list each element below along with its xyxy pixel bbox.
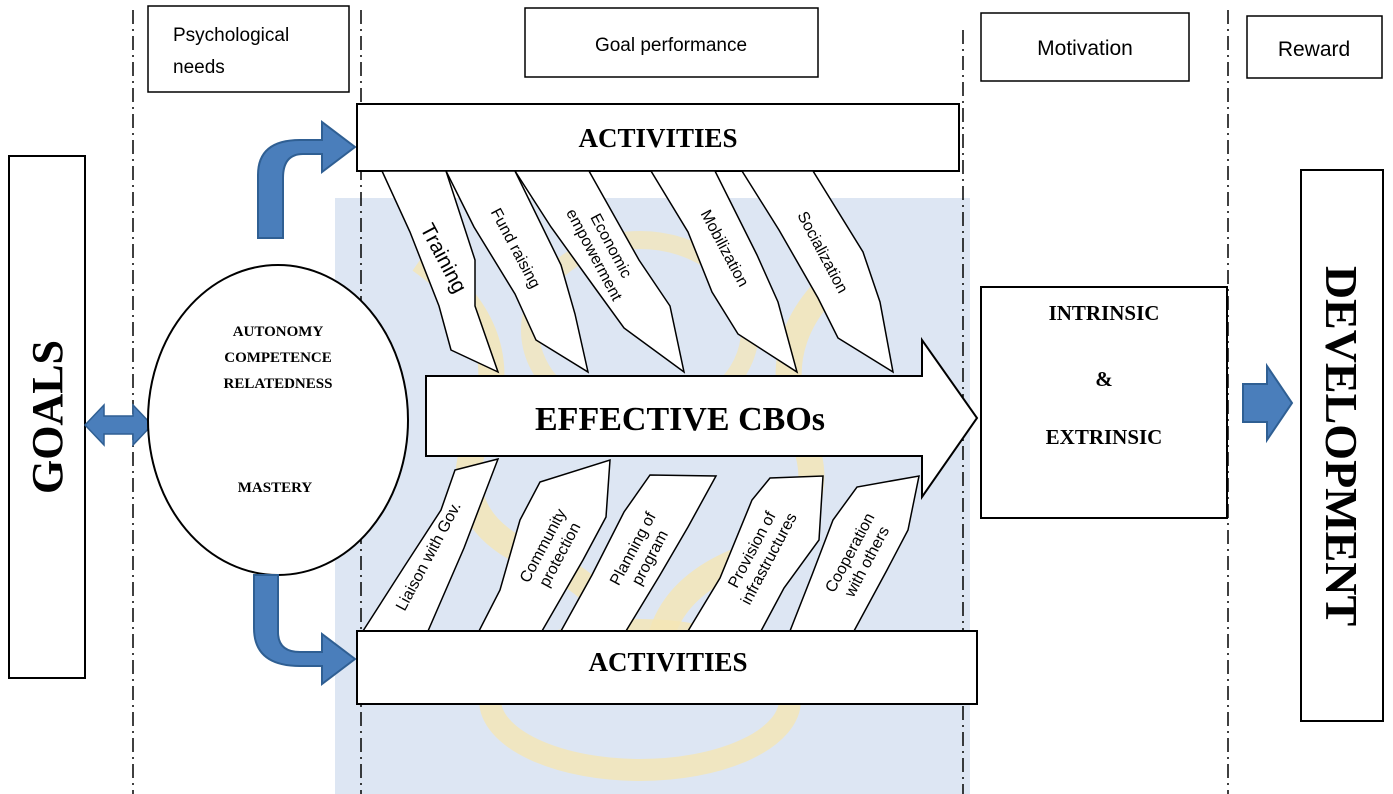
bottom-activity-3-shape bbox=[559, 474, 718, 632]
header-psychological-needs-line1: Psychological bbox=[173, 25, 289, 46]
motivation-ampersand: & bbox=[1095, 367, 1113, 391]
goals-box: GOALS bbox=[8, 155, 86, 679]
need-autonomy: AUTONOMY bbox=[233, 324, 324, 340]
header-psychological-needs-line2: needs bbox=[173, 57, 225, 78]
motivation-box: INTRINSIC & EXTRINSIC bbox=[980, 286, 1228, 519]
header-reward-box bbox=[1246, 15, 1383, 79]
header-motivation: Motivation bbox=[1037, 37, 1133, 60]
bottom-activity-5-shape bbox=[788, 475, 920, 632]
bottom-activities-box: ACTIVITIES bbox=[356, 630, 978, 705]
bottom-activity-2: Communityprotection bbox=[477, 458, 611, 632]
development-box: DEVELOPMENT bbox=[1300, 169, 1384, 722]
need-competence: COMPETENCE bbox=[224, 350, 332, 366]
goals-label: GOALS bbox=[23, 340, 72, 494]
bottom-activity-2-shape bbox=[477, 458, 611, 632]
bent-arrow-down-icon bbox=[253, 574, 357, 687]
bottom-activity-4-shape bbox=[686, 475, 824, 632]
bottom-activity-5: Cooperationwith others bbox=[788, 475, 920, 632]
double-arrow-icon bbox=[83, 403, 154, 447]
top-activity-2: Fund raising bbox=[444, 170, 590, 374]
header-motivation-box bbox=[980, 12, 1190, 82]
top-activity-5-shape bbox=[740, 170, 895, 374]
needs-ellipse: AUTONOMY COMPETENCE RELATEDNESS MASTERY bbox=[147, 264, 409, 576]
top-activity-1: Training bbox=[380, 170, 500, 374]
need-mastery: MASTERY bbox=[238, 480, 313, 496]
top-activity-3-shape bbox=[513, 170, 686, 374]
header-reward: Reward bbox=[1278, 38, 1350, 61]
development-label: DEVELOPMENT bbox=[1316, 266, 1367, 626]
bottom-activities-label: ACTIVITIES bbox=[588, 647, 747, 677]
header-psychological-needs-box bbox=[147, 5, 350, 93]
need-relatedness: RELATEDNESS bbox=[224, 376, 333, 392]
top-activity-4-shape bbox=[649, 170, 799, 374]
bottom-activity-1-shape bbox=[361, 457, 500, 632]
arrow-to-development-icon bbox=[1242, 362, 1294, 444]
motivation-extrinsic: EXTRINSIC bbox=[1046, 425, 1163, 449]
top-activity-1-shape bbox=[380, 170, 500, 374]
top-activities-box: ACTIVITIES bbox=[356, 103, 960, 172]
top-activity-4: Mobilization bbox=[649, 170, 799, 374]
top-activity-2-shape bbox=[444, 170, 590, 374]
effective-cbos-label: EFFECTIVE CBOs bbox=[535, 401, 825, 438]
effective-cbos-arrow: EFFECTIVE CBOs bbox=[425, 336, 979, 501]
header-goal-performance: Goal performance bbox=[595, 35, 747, 56]
motivation-intrinsic: INTRINSIC bbox=[1049, 301, 1160, 325]
top-activities-label: ACTIVITIES bbox=[578, 123, 737, 153]
column-headers: Psychological needs Goal performance Mot… bbox=[147, 5, 1383, 93]
header-goal-performance-box bbox=[524, 7, 819, 78]
bent-arrow-up-icon bbox=[257, 119, 357, 239]
